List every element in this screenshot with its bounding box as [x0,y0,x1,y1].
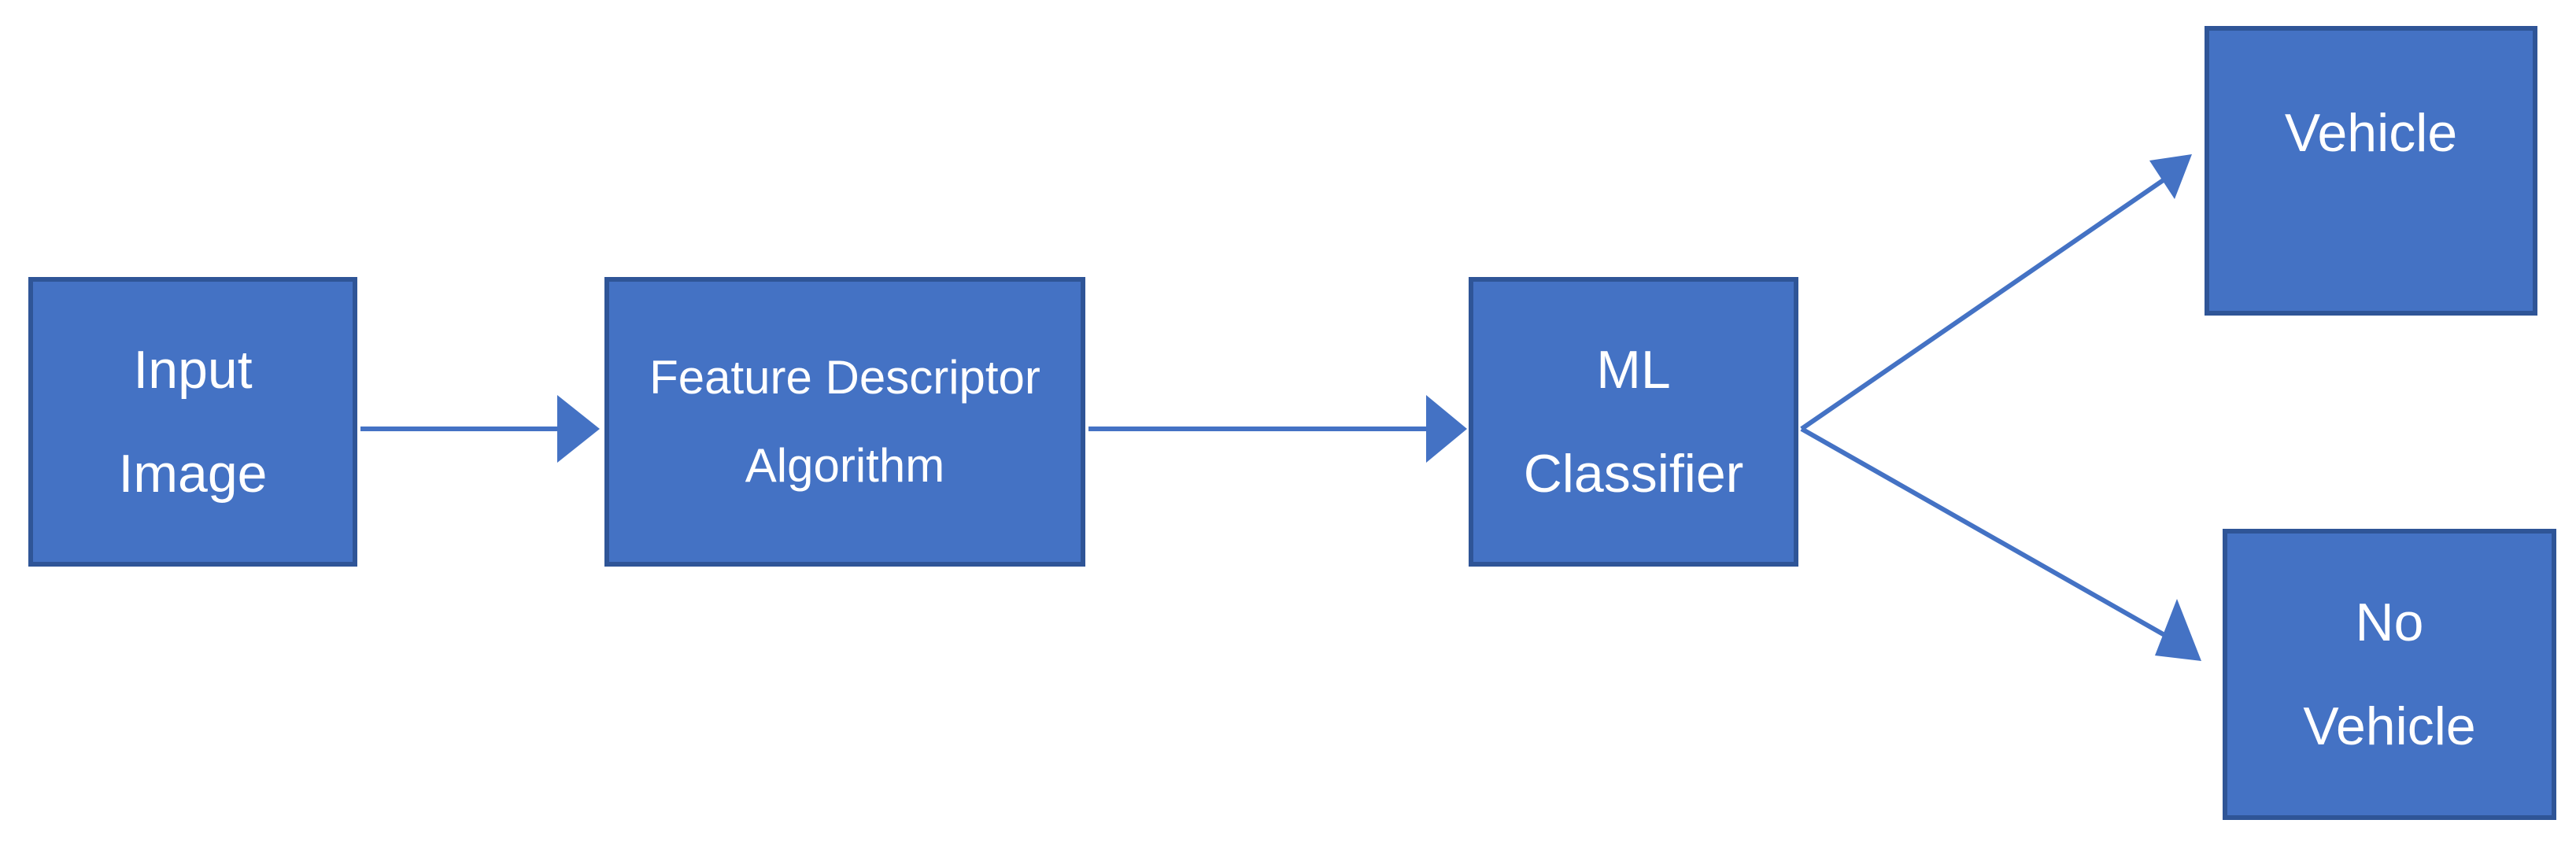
arrowhead-icon [1426,395,1467,463]
arrowhead-icon [2155,599,2201,661]
node-label-line: Classifier [1523,444,1744,504]
node-label-line: Image [118,444,268,504]
edge-ml-to-no-vehicle [1800,427,2201,661]
node-label-line: Feature Descriptor [649,351,1040,404]
no-vehicle-node: No Vehicle [2223,529,2556,820]
arrowhead-icon [2149,154,2192,199]
node-label-line: Vehicle [2284,103,2458,163]
node-label-line: Algorithm [745,439,945,492]
arrowhead-icon [557,395,600,463]
vehicle-node: Vehicle [2205,26,2537,316]
edge-feature-to-ml [1088,395,1467,463]
input-image-node: Input Image [28,277,357,567]
edge-ml-to-vehicle [1800,154,2192,431]
node-label-line: ML [1596,340,1671,400]
node-label-line: Vehicle [2303,696,2476,756]
edge-input-to-feature [360,395,600,463]
connector-line [1800,427,2168,638]
feature-descriptor-node: Feature Descriptor Algorithm [604,277,1085,567]
node-label-line: No [2355,593,2424,652]
ml-classifier-node: ML Classifier [1469,277,1798,567]
connector-line [1800,177,2166,431]
node-label-line: Input [133,340,253,400]
